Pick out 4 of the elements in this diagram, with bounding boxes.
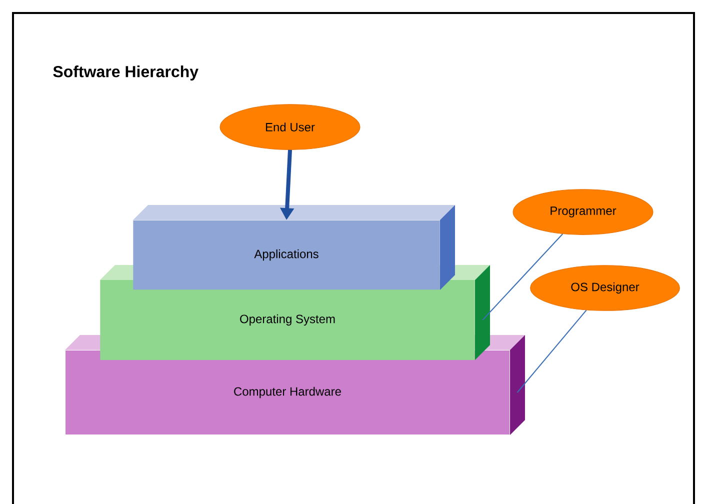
layer-block: Computer Hardware bbox=[65, 335, 525, 435]
layer-block: Operating System bbox=[100, 265, 490, 360]
layer-block: Applications bbox=[133, 205, 455, 290]
title: Software Hierarchy bbox=[53, 66, 198, 80]
